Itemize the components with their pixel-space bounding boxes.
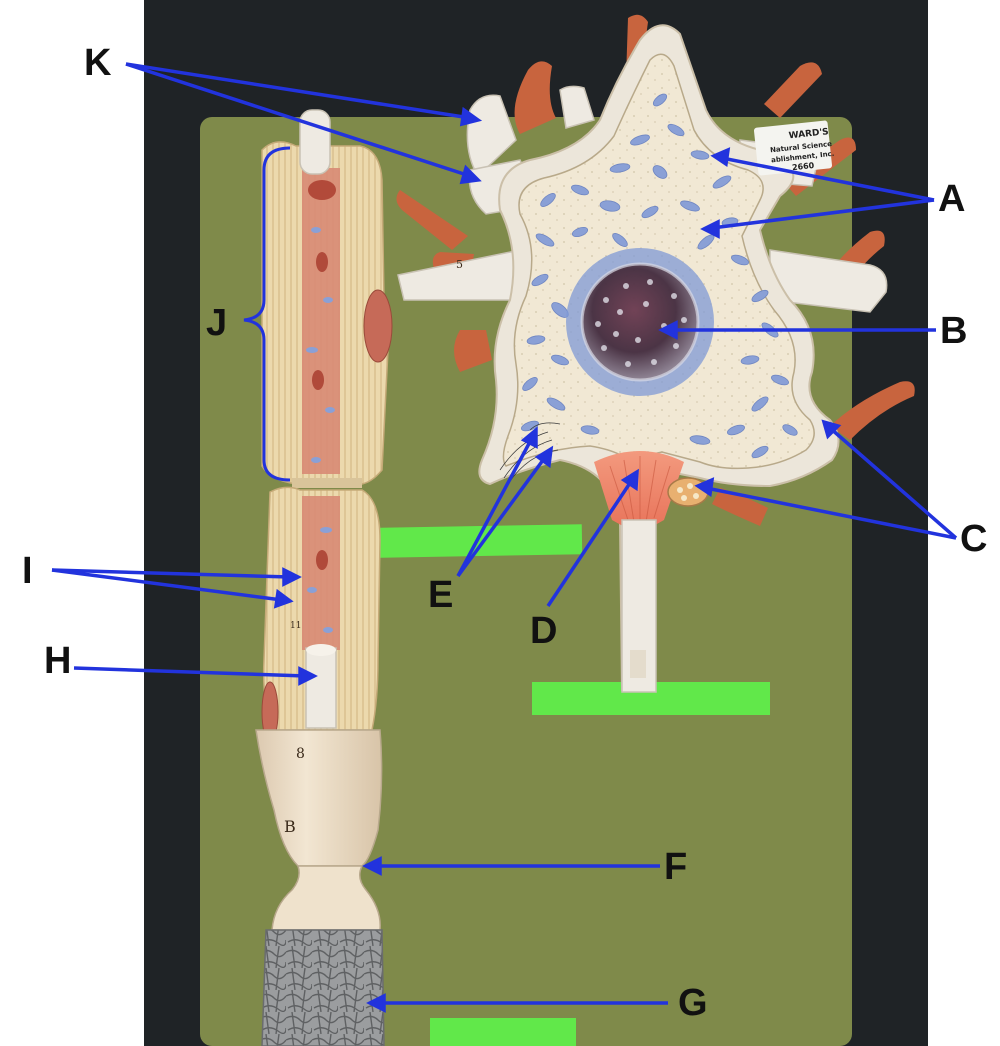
axon-top-tube (299, 109, 331, 175)
tape-strip-upper (375, 524, 583, 558)
label-arrows (51, 62, 958, 1013)
label-F: F (664, 846, 688, 888)
neurofibrils (499, 422, 561, 485)
schwann-nucleus-upper (363, 289, 393, 363)
nucleus (582, 264, 698, 380)
neurilemma-wrap (261, 929, 385, 1046)
tape-strip-lower (430, 1018, 576, 1046)
handwritten-mark-8: 8 (296, 746, 305, 762)
axon-inner-cylinder (305, 647, 337, 729)
label-K: K (84, 42, 112, 84)
label-A: A (938, 178, 966, 220)
synaptic-knob (667, 477, 709, 507)
handwritten-mark-5: 5 (456, 258, 463, 271)
cell-body-model (396, 14, 915, 693)
svg-text:2660: 2660 (792, 161, 816, 172)
axon-segment-model (255, 109, 393, 1046)
label-E: E (428, 574, 454, 616)
nucleus-pores (595, 279, 687, 367)
handwritten-mark-b: B (284, 817, 296, 836)
axon-core-mitochondria (312, 252, 328, 570)
label-I: I (22, 550, 33, 592)
label-H: H (44, 640, 72, 682)
label-C: C (960, 518, 988, 560)
label-D: D (530, 610, 558, 652)
handwritten-mark-11: 11 (290, 621, 301, 631)
axon-hillock (594, 451, 684, 530)
svg-text:WARD'S: WARD'S (788, 127, 829, 141)
manufacturer-tag: WARD'S Natural Science ablishment, Inc. … (753, 120, 835, 176)
label-G: G (678, 982, 708, 1024)
axon-core-lower (302, 496, 340, 650)
label-J: J (206, 302, 228, 344)
label-B: B (940, 310, 968, 352)
axon-core-upper (302, 168, 340, 474)
axon-core-organelles (306, 227, 335, 633)
dendrite-terminal-stubs (396, 14, 915, 526)
